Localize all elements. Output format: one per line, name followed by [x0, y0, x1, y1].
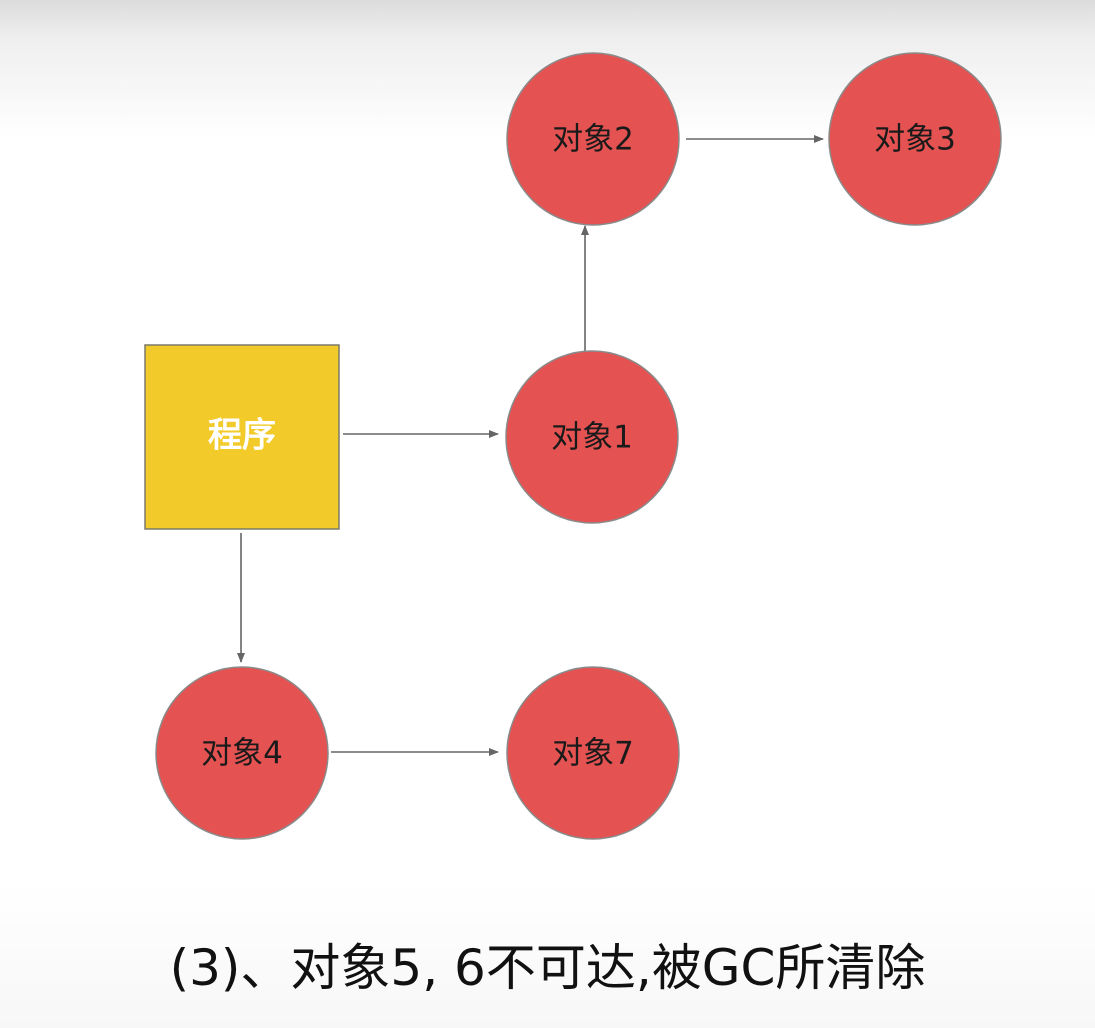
node-obj1-circle: [505, 350, 679, 524]
node-obj3-circle: [828, 52, 1002, 226]
node-obj4-circle: [155, 666, 329, 840]
node-obj3-label: 对象3: [874, 122, 956, 158]
node-obj4: 对象4: [155, 666, 329, 840]
node-obj1: 对象1: [505, 350, 679, 524]
node-obj2-label: 对象2: [552, 122, 634, 158]
node-obj3: 对象3: [828, 52, 1002, 226]
node-obj7-label: 对象7: [552, 736, 634, 772]
node-obj7-circle: [506, 666, 680, 840]
node-obj4-label: 对象4: [201, 736, 283, 772]
slide-caption: (3)、对象5, 6不可达,被GC所清除: [169, 939, 926, 997]
node-obj7: 对象7: [506, 666, 680, 840]
program-label: 程序: [208, 416, 276, 456]
program-box: [144, 344, 340, 530]
node-obj1-label: 对象1: [551, 420, 633, 456]
node-obj2: 对象2: [506, 52, 680, 226]
node-obj2-circle: [506, 52, 680, 226]
program-node: 程序: [144, 344, 340, 530]
edges: [237, 135, 824, 756]
